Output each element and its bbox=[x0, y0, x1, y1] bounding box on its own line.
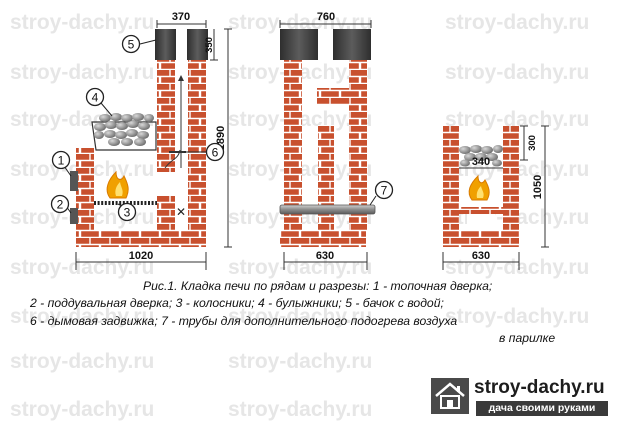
cross-section bbox=[442, 125, 549, 270]
side-base-bricks bbox=[280, 230, 366, 247]
watermark: stroy-dachy.ru bbox=[228, 11, 373, 34]
firebox-door-icon bbox=[70, 171, 78, 191]
caption-line-4: в парилке bbox=[499, 331, 556, 345]
water-tank bbox=[187, 29, 208, 60]
side-left-wall bbox=[284, 60, 302, 230]
watermark: stroy-dachy.ru bbox=[10, 350, 155, 373]
dim-cross-inner: 340 bbox=[472, 156, 490, 168]
svg-text:3: 3 bbox=[124, 206, 131, 220]
svg-text:2: 2 bbox=[57, 198, 64, 212]
logo-title[interactable]: stroy-dachy.ru bbox=[474, 377, 605, 398]
marker-5: 5 bbox=[121, 34, 157, 54]
water-tank bbox=[280, 29, 318, 60]
watermark: stroy-dachy.ru bbox=[445, 11, 590, 34]
marker-3: 3 bbox=[117, 202, 137, 222]
caption-line-1: Рис.1. Кладка печи по рядам и разрезы: 1… bbox=[143, 279, 493, 293]
dim-section-top: 760 bbox=[317, 11, 335, 23]
fire-flame-icon bbox=[468, 174, 490, 201]
ash-door-icon bbox=[70, 208, 78, 224]
stones bbox=[459, 145, 503, 167]
marker-6: 6 bbox=[184, 142, 225, 162]
watermark: stroy-dachy.ru bbox=[10, 398, 155, 421]
dim-front-base: 1020 bbox=[129, 250, 153, 262]
svg-text:1: 1 bbox=[58, 154, 65, 168]
fire-flame-core-icon bbox=[476, 186, 484, 198]
dim-cross-base: 630 bbox=[472, 250, 490, 262]
cross-right-wall bbox=[503, 126, 519, 247]
watermark: stroy-dachy.ru bbox=[10, 61, 155, 84]
front-base-bricks bbox=[76, 230, 206, 247]
damper-x-mark: ✕ bbox=[176, 205, 186, 219]
cross-ash-opening bbox=[467, 214, 495, 230]
water-tank bbox=[155, 29, 176, 60]
fire-flame-core-icon bbox=[115, 182, 123, 196]
smoke-flow-curve bbox=[164, 149, 181, 169]
cross-grate-bricks bbox=[459, 207, 503, 214]
dim-cross-height: 1050 bbox=[532, 175, 544, 199]
house-logo-icon bbox=[431, 378, 469, 414]
dim-section-base: 630 bbox=[316, 250, 334, 262]
svg-text:6: 6 bbox=[212, 146, 219, 160]
watermark: stroy-dachy.ru bbox=[445, 108, 590, 131]
marker-7: 7 bbox=[369, 180, 394, 206]
side-right-wall bbox=[349, 60, 367, 230]
watermark: stroy-dachy.ru bbox=[445, 305, 590, 328]
cross-left-wall bbox=[443, 126, 459, 247]
caption-line-3: 6 - дымовая задвижка; 7 - трубы для допо… bbox=[30, 314, 458, 328]
marker-2: 2 bbox=[50, 194, 72, 214]
dim-tank-height: 350 bbox=[204, 37, 215, 53]
watermark: stroy-dachy.ru bbox=[10, 11, 155, 34]
ash-partition bbox=[157, 195, 175, 230]
side-shelf-bricks bbox=[317, 88, 349, 104]
dim-top-width: 370 bbox=[172, 11, 190, 23]
side-section bbox=[279, 20, 376, 270]
flue-inner-wall bbox=[157, 60, 175, 172]
watermark: stroy-dachy.ru bbox=[228, 350, 373, 373]
stones bbox=[94, 113, 154, 146]
chimney-outer-wall bbox=[188, 60, 206, 230]
firebox-wall bbox=[76, 148, 94, 230]
logo-subtitle: дача своими руками bbox=[476, 401, 608, 416]
watermark: stroy-dachy.ru bbox=[228, 305, 373, 328]
dim-cross-inner-height: 300 bbox=[527, 135, 538, 151]
side-mid-wall bbox=[318, 125, 334, 230]
watermark: stroy-dachy.ru bbox=[445, 61, 590, 84]
cross-base-bricks bbox=[459, 230, 503, 247]
marker-1: 1 bbox=[51, 150, 72, 177]
marker-4: 4 bbox=[85, 87, 113, 117]
water-tank bbox=[333, 29, 371, 60]
svg-text:4: 4 bbox=[92, 91, 99, 105]
watermark: stroy-dachy.ru bbox=[10, 305, 155, 328]
caption-line-2: 2 - поддувальная дверка; 3 - колосники; … bbox=[30, 296, 444, 310]
air-pipe bbox=[279, 204, 376, 215]
watermark: stroy-dachy.ru bbox=[228, 398, 373, 421]
svg-text:7: 7 bbox=[381, 184, 388, 198]
front-section: ✕ bbox=[70, 20, 232, 270]
svg-text:5: 5 bbox=[128, 38, 135, 52]
